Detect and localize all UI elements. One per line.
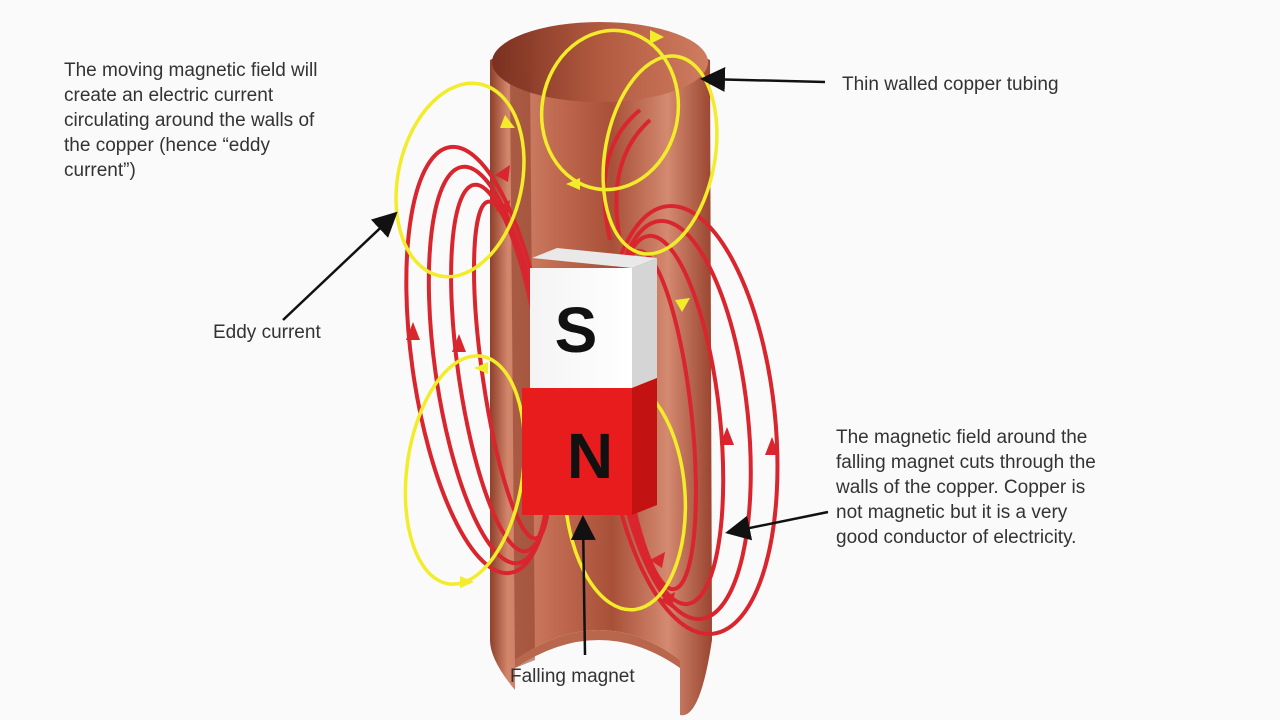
field-arrow-left-2 [452, 334, 466, 352]
pointer-arrows [282, 67, 829, 656]
eddy-loop-top-right-outer [539, 28, 681, 192]
copper-tubing-label: Thin walled copper tubing [842, 74, 1059, 95]
falling-magnet-label: Falling magnet [510, 666, 635, 687]
eddy-arrow-3 [566, 178, 580, 190]
magnet: S N [522, 248, 657, 515]
magnet-south-label: S [555, 294, 598, 366]
eddy-explanation-label: The moving magnetic field will create an… [64, 60, 318, 181]
field-arrow-bottom-1 [660, 592, 675, 608]
field-arrow-top-2 [495, 200, 510, 217]
field-arrow-right-2 [720, 427, 734, 445]
field-arrow-top-1 [495, 165, 510, 182]
field-explanation-label: The magnetic field around the falling ma… [836, 427, 1096, 548]
eddy-current-label: Eddy current [213, 322, 321, 343]
field-pointer [725, 510, 829, 541]
field-arrow-right-1 [765, 437, 779, 455]
eddy-current-pointer [282, 211, 398, 321]
magnet-north [522, 388, 632, 515]
magnet-south-top-face [532, 248, 657, 268]
eddy-arrows [460, 30, 690, 588]
eddy-loop-top-right-inner [601, 54, 719, 256]
magnet-south [530, 268, 632, 388]
magnet-north-side [632, 378, 657, 515]
eddy-arrow-6 [675, 298, 690, 312]
eddy-arrow-1 [500, 115, 515, 128]
field-arrows [406, 165, 779, 608]
field-arrow-left-1 [406, 322, 420, 340]
field-line-upper-inner-2 [614, 118, 652, 241]
falling-magnet-pointer [570, 515, 596, 656]
magnet-south-side [632, 258, 657, 388]
field-arrow-bottom-2 [650, 552, 665, 568]
eddy-arrow-4 [460, 576, 474, 588]
tube-bottom-rim [515, 630, 680, 668]
copper-tubing-pointer [700, 67, 826, 92]
field-line-upper-inner [602, 108, 642, 241]
magnet-north-label: N [567, 420, 613, 492]
eddy-arrow-5 [474, 362, 488, 374]
eddy-loop-top-left [394, 81, 526, 279]
eddy-arrow-2 [650, 30, 664, 44]
